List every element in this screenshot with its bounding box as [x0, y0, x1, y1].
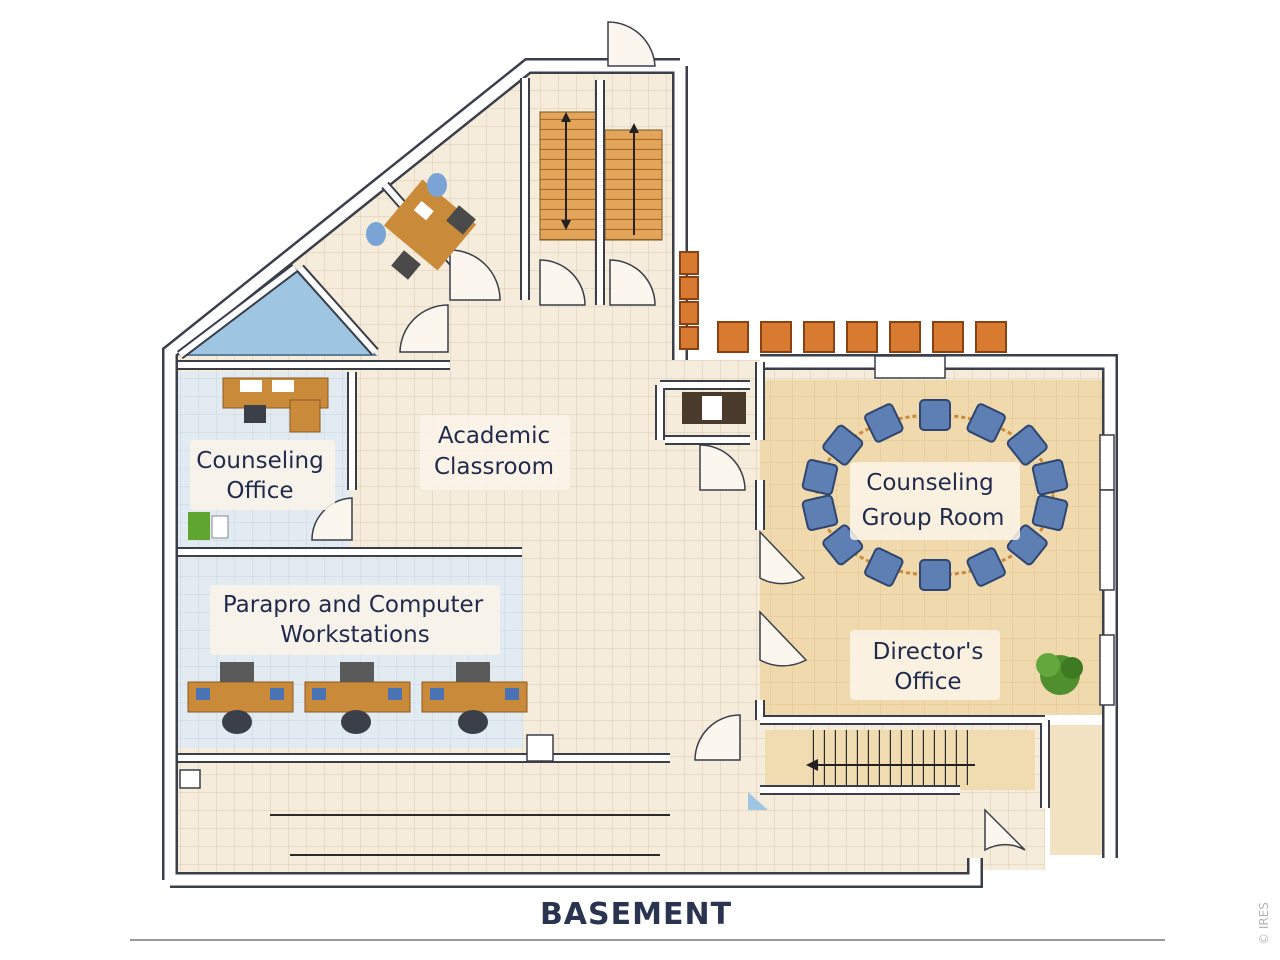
directors-door	[759, 610, 808, 667]
lockers	[679, 251, 1007, 353]
workstation-3	[421, 662, 528, 734]
stair-door-1	[539, 259, 586, 306]
circle-chair	[864, 547, 904, 587]
directors-office-label-2: Office	[894, 669, 961, 695]
pillar	[526, 734, 554, 762]
classroom-door-1	[399, 304, 449, 353]
group-room-door	[759, 530, 806, 585]
classroom-door-2	[449, 249, 501, 301]
windows	[874, 355, 1115, 706]
lower-door	[694, 714, 741, 761]
group-room-label-1: Counseling	[866, 470, 993, 496]
plant-icon	[1036, 653, 1083, 695]
circle-chair	[1031, 494, 1069, 531]
credit-text: © IRES	[1257, 902, 1271, 945]
corner-box	[179, 769, 201, 789]
workstation-1	[187, 662, 294, 734]
group-room-label-2: Group Room	[862, 505, 1005, 531]
parapro-label-1: Parapro and Computer	[223, 592, 484, 618]
small-vestibule-floor	[1050, 725, 1105, 855]
circle-chair	[919, 559, 951, 591]
vestibule-door	[984, 808, 1026, 852]
directors-office-label-1: Director's	[873, 639, 984, 665]
counseling-office-label-2: Office	[226, 478, 293, 504]
stair-door-2	[609, 259, 656, 306]
workstation-2	[304, 662, 411, 734]
circle-chair	[801, 494, 839, 531]
circle-chair	[864, 403, 904, 443]
parapro-label-2: Workstations	[280, 622, 429, 648]
stair-lower	[805, 730, 975, 785]
doors	[311, 21, 1026, 852]
circle-chair	[966, 403, 1006, 443]
top-entry-door	[607, 21, 656, 67]
academic-classroom-label-2: Classroom	[434, 454, 554, 480]
room-labels: Academic Classroom Counseling Office Cou…	[196, 423, 1004, 695]
stairs	[539, 111, 975, 785]
lower-glass	[748, 792, 768, 810]
label-backdrops	[190, 415, 1020, 700]
circle-chair	[1006, 424, 1048, 466]
floor-title: BASEMENT	[540, 897, 732, 932]
workstations	[187, 662, 528, 734]
academic-classroom-label-1: Academic	[438, 423, 550, 449]
circle-chair	[1031, 459, 1069, 496]
circle-chair	[966, 547, 1006, 587]
counseling-office-label-1: Counseling	[196, 448, 323, 474]
circle-chair	[801, 459, 839, 496]
office-desk-top	[366, 173, 477, 280]
circle-chair	[919, 399, 951, 431]
closet-door	[699, 444, 746, 491]
closet-appliance	[682, 392, 746, 424]
circle-chair	[822, 424, 864, 466]
counseling-office-desk	[188, 377, 329, 540]
